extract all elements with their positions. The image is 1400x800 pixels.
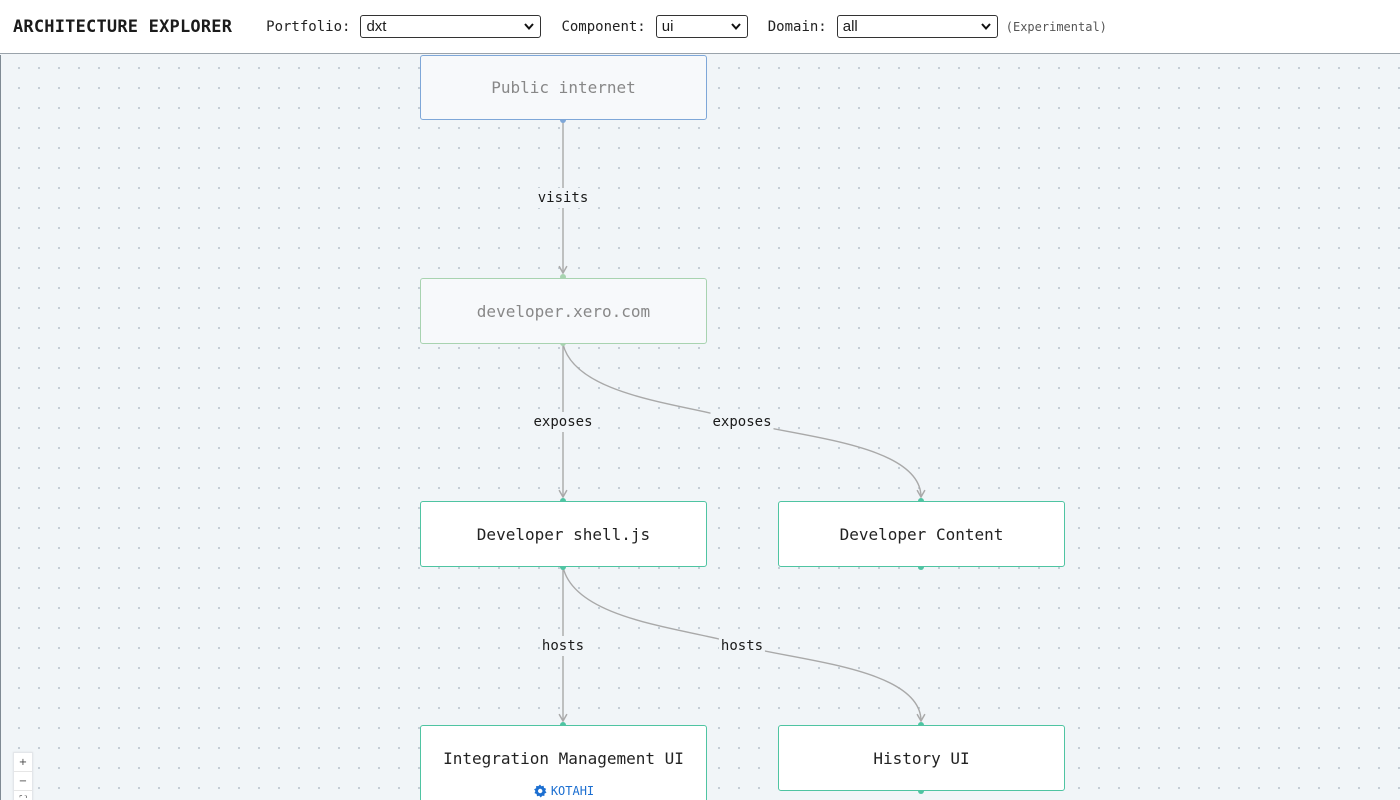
portfolio-select-value: dxt xyxy=(366,18,387,35)
chevron-down-icon xyxy=(730,23,741,31)
node-label: Developer shell.js xyxy=(476,524,651,544)
fit-view-button[interactable]: ⛶ xyxy=(14,791,32,800)
node-integration-management-ui[interactable]: Integration Management UI KOTAHI xyxy=(420,725,707,800)
domain-select[interactable]: all xyxy=(836,15,998,38)
zoom-out-button[interactable]: − xyxy=(14,772,32,791)
node-label: developer.xero.com xyxy=(476,301,651,321)
edge-label-visits: visits xyxy=(535,188,591,208)
node-label: Developer Content xyxy=(839,524,1004,544)
edge-label-hosts-history: hosts xyxy=(718,636,766,656)
team-badge[interactable]: KOTAHI xyxy=(421,784,706,798)
portfolio-label: Portfolio: xyxy=(266,18,351,35)
graph-canvas[interactable]: visits exposes exposes hosts hosts Publi… xyxy=(0,55,1400,800)
node-history-ui[interactable]: History UI xyxy=(778,725,1065,791)
node-developer-content[interactable]: Developer Content xyxy=(778,501,1065,567)
edge-label-exposes-shell: exposes xyxy=(531,412,595,432)
portfolio-select[interactable]: dxt xyxy=(360,15,542,38)
app-header: ARCHITECTURE EXPLORER Portfolio: dxt Com… xyxy=(0,0,1400,54)
domain-label: Domain: xyxy=(767,18,827,35)
component-select[interactable]: ui xyxy=(655,15,748,38)
node-developer-shell-js[interactable]: Developer shell.js xyxy=(420,501,707,567)
zoom-controls: + − ⛶ xyxy=(13,752,33,800)
edge-label-hosts-integration: hosts xyxy=(539,636,587,656)
node-public-internet[interactable]: Public internet xyxy=(420,55,707,120)
edge-label-exposes-content: exposes xyxy=(710,412,774,432)
component-label: Component: xyxy=(561,18,646,35)
component-select-value: ui xyxy=(661,18,674,35)
gear-icon xyxy=(533,784,547,798)
app-title: ARCHITECTURE EXPLORER xyxy=(13,16,233,37)
graph-edges xyxy=(558,117,926,794)
domain-select-value: all xyxy=(842,18,858,35)
experimental-note: (Experimental) xyxy=(1005,19,1107,34)
node-label: Integration Management UI xyxy=(443,749,684,768)
badge-label: KOTAHI xyxy=(550,784,595,798)
node-label: Public internet xyxy=(491,78,636,97)
zoom-in-button[interactable]: + xyxy=(14,753,32,772)
node-label: History UI xyxy=(873,748,970,768)
chevron-down-icon xyxy=(981,23,991,31)
node-developer-xero-com[interactable]: developer.xero.com xyxy=(420,278,707,344)
chevron-down-icon xyxy=(524,23,535,31)
